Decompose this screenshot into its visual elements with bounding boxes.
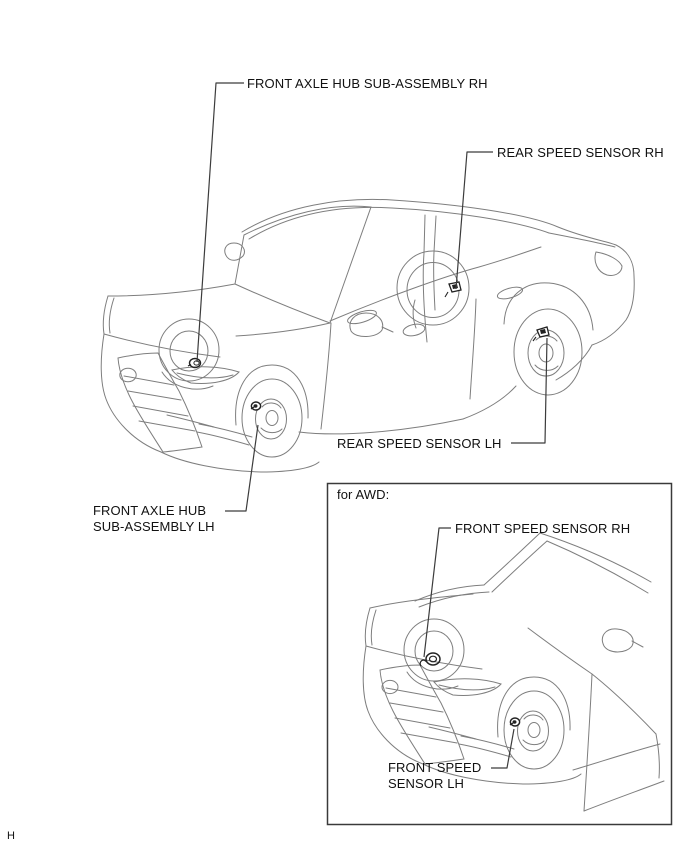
rear-wheel-lh: [462, 282, 594, 420]
leader-lines: [196, 82, 548, 769]
label-front-speed-sensor-lh: FRONT SPEED SENSOR LH: [388, 760, 481, 792]
leader-front-axle-hub-rh: [196, 82, 244, 363]
label-front-speed-sensor-rh: FRONT SPEED SENSOR RH: [455, 521, 631, 536]
rear-speed-sensor-lh-glyph: [532, 326, 550, 342]
brand-badge: [119, 367, 137, 383]
label-front-axle-hub-lh-line2: SUB-ASSEMBLY LH: [93, 519, 215, 534]
main-car-drawing: [100, 198, 635, 473]
leader-front-speed-sensor-lh: [491, 728, 515, 769]
front-axle-hub-rh-glyph: [187, 357, 202, 369]
front-bumper: [100, 333, 320, 473]
inset-sensor-glyphs: [419, 652, 521, 727]
label-front-axle-hub-lh: FRONT AXLE HUB SUB-ASSEMBLY LH: [93, 503, 215, 535]
spindle-grille: [117, 352, 203, 453]
front-door-line: [320, 322, 332, 430]
label-front-speed-sensor-lh-line2: SENSOR LH: [388, 776, 465, 791]
page-footer-mark: H: [7, 830, 15, 842]
front-speed-sensor-rh-glyph: [419, 652, 441, 667]
awd-inset-car-drawing: [362, 532, 665, 812]
rear-door-line: [469, 298, 477, 400]
label-rear-speed-sensor-lh: REAR SPEED SENSOR LH: [337, 436, 502, 451]
label-front-axle-hub-rh: FRONT AXLE HUB SUB-ASSEMBLY RH: [247, 76, 488, 91]
windshield: [234, 205, 372, 324]
front-wheel-lh: [235, 364, 309, 458]
awd-inset-box: [326, 482, 673, 826]
front-axle-hub-lh-glyph: [250, 401, 262, 411]
leader-rear-speed-sensor-lh: [511, 337, 548, 444]
inset-brand-badge: [381, 679, 399, 695]
roofline: [241, 198, 617, 246]
side-mirror: [349, 312, 394, 337]
inset-front-bumper: [362, 645, 582, 785]
inset-spindle-grille: [379, 664, 465, 765]
label-rear-speed-sensor-rh: REAR SPEED SENSOR RH: [497, 145, 664, 160]
inset-front-wheel-lh: [497, 676, 661, 771]
inset-headlight: [433, 678, 502, 696]
leader-front-speed-sensor-rh: [423, 527, 451, 658]
front-door-handle: [347, 309, 377, 325]
label-front-axle-hub-lh-line1: FRONT AXLE HUB: [93, 503, 207, 518]
far-side-mirror: [224, 242, 245, 261]
main-sensor-glyphs: [187, 281, 550, 411]
leader-front-axle-hub-lh: [225, 424, 259, 512]
headlight: [171, 366, 240, 384]
front-speed-sensor-lh-glyph: [509, 717, 521, 727]
rear-sensor-cutaway: [396, 214, 470, 343]
leader-rear-speed-sensor-rh: [455, 151, 493, 290]
inset-front-cutaway: [403, 618, 465, 690]
beltline: [329, 246, 542, 322]
inset-side-mirror: [601, 628, 644, 653]
rear-door-handle: [496, 286, 524, 300]
inset-title: for AWD:: [337, 487, 390, 502]
front-hub-cutaway: [158, 318, 220, 390]
label-front-speed-sensor-lh-line1: FRONT SPEED: [388, 760, 482, 775]
rear-end: [548, 232, 635, 381]
